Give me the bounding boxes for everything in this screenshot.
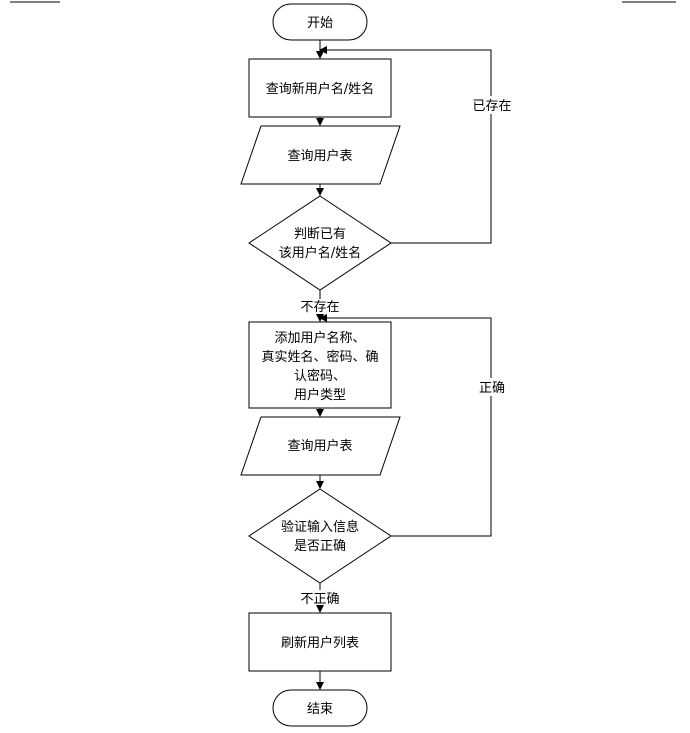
edge-exists-loop: [319, 46, 492, 244]
add-user-line-1: 添加用户名称、: [274, 330, 365, 346]
start-node: 开始: [272, 3, 368, 41]
judge-decision-node: 判断已有 该用户名/姓名: [248, 195, 392, 291]
add-user-line-4: 用户类型: [294, 387, 346, 403]
add-user-node: 添加用户名称、 真实姓名、密码、确 认密码、 用户类型: [248, 321, 392, 409]
add-user-line-2: 真实姓名、密码、确: [261, 349, 378, 365]
edge-correct-loop: [319, 314, 492, 537]
query-name-label: 查询新用户名/姓名: [266, 81, 374, 97]
judge-label-line-2: 该用户名/姓名: [279, 245, 361, 261]
query-name-node: 查询新用户名/姓名: [248, 58, 392, 118]
end-node: 结束: [272, 689, 368, 727]
edge-label-correct: 正确: [479, 381, 505, 396]
add-user-line-3: 认密码、: [294, 368, 346, 384]
query-table-2-node: 查询用户表: [240, 416, 401, 476]
query-table-1-label: 查询用户表: [287, 148, 352, 164]
edge-label-not-exists: 不存在: [300, 300, 339, 315]
query-table-1-node: 查询用户表: [240, 125, 401, 185]
exists-label-bg: [470, 96, 514, 114]
judge-label-line-1: 判断已有: [294, 227, 346, 242]
correct-label-bg: [474, 378, 510, 396]
verify-label-line-2: 是否正确: [294, 539, 346, 554]
start-label: 开始: [307, 16, 333, 31]
refresh-label: 刷新用户列表: [281, 635, 359, 651]
verify-label-line-1: 验证输入信息: [281, 519, 359, 535]
end-label: 结束: [307, 702, 333, 717]
edge-label-exists: 已存在: [472, 99, 511, 114]
not-exists-label-bg: [296, 299, 344, 314]
verify-decision-node: 验证输入信息 是否正确: [248, 488, 392, 584]
refresh-node: 刷新用户列表: [248, 612, 392, 672]
query-table-2-label: 查询用户表: [287, 438, 352, 454]
incorrect-label-bg: [296, 590, 344, 605]
edge-label-incorrect: 不正确: [300, 592, 339, 607]
